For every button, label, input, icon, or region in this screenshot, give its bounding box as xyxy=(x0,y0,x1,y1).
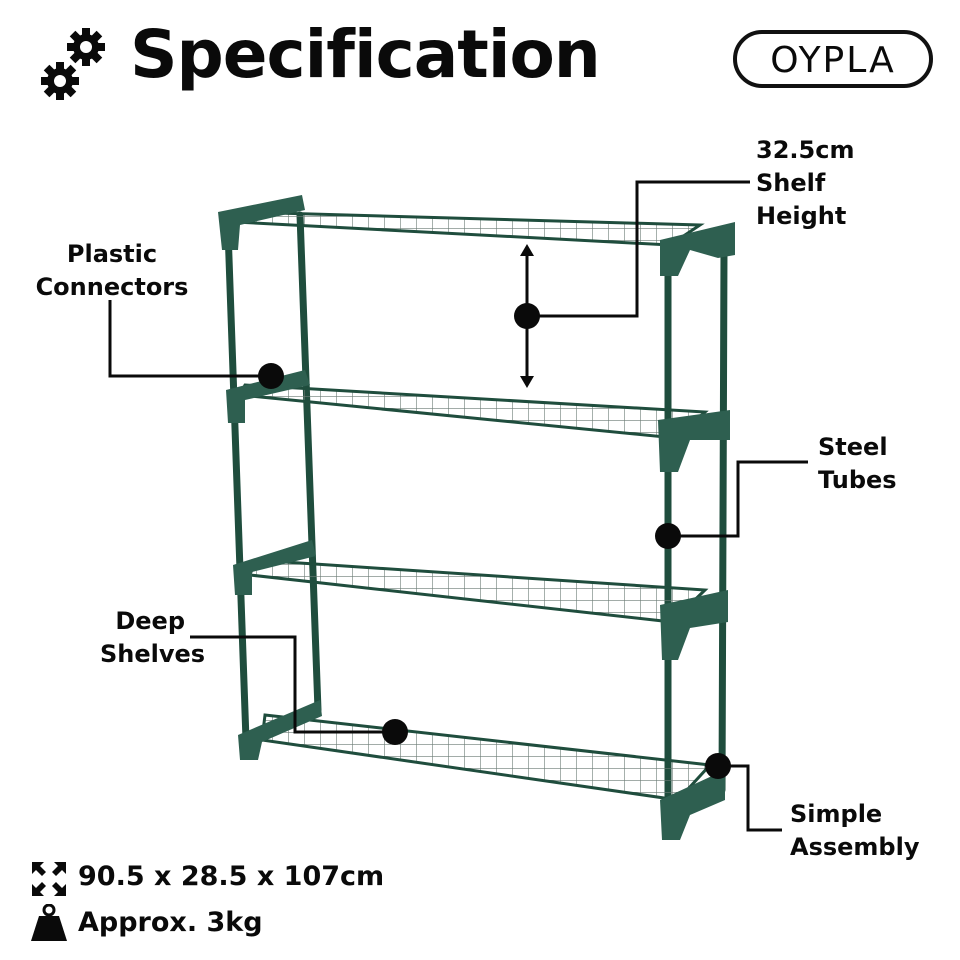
weight-text: Approx. 3kg xyxy=(78,907,263,938)
dimensions-text: 90.5 x 28.5 x 107cm xyxy=(78,861,385,892)
expand-arrows-icon xyxy=(32,862,66,896)
callout-steel-tubes: Steel Tubes xyxy=(818,433,897,494)
callout-shelf-height: 32.5cm Shelf Height xyxy=(756,136,855,230)
callout-plastic-connectors: Plastic Connectors xyxy=(35,240,189,301)
callout-deep-shelves: Deep Shelves xyxy=(100,607,206,668)
gears-icon xyxy=(40,25,110,105)
callout-simple-assembly: Simple Assembly xyxy=(790,800,920,861)
page-title: Specification xyxy=(130,16,601,93)
weight-icon xyxy=(30,904,68,942)
brand-logo: OYPLA xyxy=(733,30,933,88)
